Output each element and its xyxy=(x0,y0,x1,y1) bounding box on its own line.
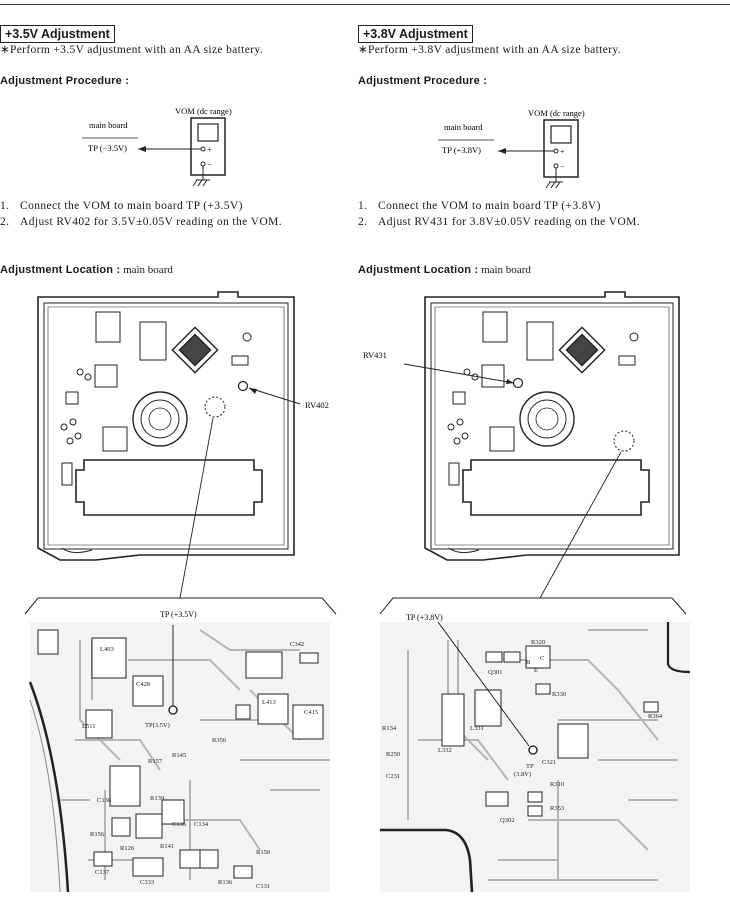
vom-meter-icon xyxy=(190,117,226,176)
section-note: ∗Perform +3.5V adjustment with an AA siz… xyxy=(0,44,263,56)
location-heading: Adjustment Location : xyxy=(358,264,479,276)
right-drawings: VOM (dc range) + − main board TP (+3.8V) xyxy=(363,108,691,893)
pcb-label: R150 xyxy=(256,849,270,856)
location-heading: Adjustment Location : xyxy=(0,264,121,276)
pcb-label: C131 xyxy=(256,883,270,890)
pcb-label: R330 xyxy=(552,691,566,698)
board-callout: RV431 xyxy=(363,350,387,360)
tp-label: TP (−3.5V) xyxy=(88,143,127,153)
section-3v8: +3.8V Adjustment ∗Perform +3.8V adjustme… xyxy=(358,0,718,909)
pcb-label: E xyxy=(534,667,538,674)
pcb-label: R320 xyxy=(531,639,545,646)
svg-text:−: − xyxy=(560,162,565,171)
pcb-label: C134 xyxy=(194,821,209,828)
pcb-label: L413 xyxy=(262,699,276,706)
section-heading: +3.8V Adjustment xyxy=(358,25,473,43)
pcb-label: C415 xyxy=(304,709,318,716)
tp-label: TP (+3.8V) xyxy=(442,145,481,155)
pcb-label: R250 xyxy=(386,751,400,758)
location-value: main board xyxy=(120,264,173,276)
pcb-label: L403 xyxy=(100,646,114,653)
section-heading: +3.5V Adjustment xyxy=(0,25,115,43)
pcb-detail-view xyxy=(28,622,330,893)
pcb-label: C231 xyxy=(386,773,400,780)
pcb-label: TP xyxy=(526,763,534,770)
step-text: Adjust RV402 for 3.5V±0.05V reading on t… xyxy=(20,216,283,228)
board-label: main board xyxy=(444,122,483,132)
pcb-label: R139 xyxy=(150,795,164,802)
location-line: Adjustment Location : main board xyxy=(358,264,531,276)
detail-labels: L403 C428 C342 L413 C415 L511 TP(3.5V) R… xyxy=(82,641,318,890)
section-3v5: +3.5V Adjustment ∗Perform +3.5V adjustme… xyxy=(0,0,360,909)
pcb-label: C321 xyxy=(542,759,556,766)
vom-label: VOM (dc range) xyxy=(175,106,232,116)
pcb-label: C xyxy=(540,655,544,662)
pcb-label: C333 xyxy=(140,879,154,886)
main-board-drawing xyxy=(37,291,295,599)
board-label: main board xyxy=(89,120,128,130)
pcb-label: R145 xyxy=(172,752,186,759)
step-text: Connect the VOM to main board TP (+3.8V) xyxy=(378,200,601,212)
procedure-heading: Adjustment Procedure : xyxy=(358,75,488,87)
procedure-step: 1. Connect the VOM to main board TP (+3.8… xyxy=(358,200,601,212)
pcb-label: C136 xyxy=(97,797,112,804)
pcb-label: L331 xyxy=(470,725,484,732)
pcb-label: R156 xyxy=(90,831,105,838)
procedure-step: 2. Adjust RV402 for 3.5V±0.05V reading on… xyxy=(0,216,282,228)
step-number: 2. xyxy=(358,216,368,228)
pcb-label: (3.8V) xyxy=(514,771,531,778)
pcb-label: TP(3.5V) xyxy=(145,722,170,729)
pcb-label: Q302 xyxy=(500,817,514,824)
pcb-label: R134 xyxy=(382,725,397,732)
vom-diagram: VOM (dc range) + − main board TP (+3.8V) xyxy=(438,108,585,189)
location-line: Adjustment Location : main board xyxy=(0,264,173,276)
left-drawings: VOM (dc range) + − main board TP (−3.5V) xyxy=(24,106,337,893)
pcb-label: R136 xyxy=(218,879,233,886)
pcb-label: C137 xyxy=(95,869,110,876)
step-number: 2. xyxy=(0,216,10,228)
svg-text:+: + xyxy=(207,145,212,154)
pcb-label: L332 xyxy=(438,747,452,754)
pcb-label: C342 xyxy=(290,641,304,648)
vom-meter-icon xyxy=(543,119,579,178)
step-text: Adjust RV431 for 3.8V±0.05V reading on t… xyxy=(378,216,641,228)
section-note: ∗Perform +3.8V adjustment with an AA siz… xyxy=(358,44,621,56)
pcb-label: B xyxy=(526,659,531,666)
pcb-label: R310 xyxy=(550,781,564,788)
detail-tp-label: TP (+3.8V) xyxy=(406,613,443,622)
detail-tp-label: TP (+3.5V) xyxy=(160,610,197,619)
pcb-label: R141 xyxy=(160,843,174,850)
detail-labels: R320 Q301 R330 L332 L331 R134 R250 C231 … xyxy=(382,639,663,824)
pcb-detail-view xyxy=(380,621,691,893)
main-board-drawing xyxy=(424,291,680,599)
svg-text:+: + xyxy=(560,147,565,156)
pcb-label: R126 xyxy=(120,845,135,852)
step-number: 1. xyxy=(0,200,10,212)
location-value: main board xyxy=(478,264,531,276)
vom-diagram: VOM (dc range) + − main board TP (−3.5V) xyxy=(82,106,232,187)
pcb-label: C135 xyxy=(172,821,186,828)
board-callout: RV402 xyxy=(305,400,329,410)
pcb-label: R157 xyxy=(148,758,163,765)
procedure-step: 1. Connect the VOM to main board TP (+3.5… xyxy=(0,200,243,212)
pcb-label: L511 xyxy=(82,723,95,730)
svg-text:−: − xyxy=(207,160,212,169)
pcb-label: R356 xyxy=(212,737,227,744)
vom-label: VOM (dc range) xyxy=(528,108,585,118)
pcb-label: Q301 xyxy=(488,669,502,676)
pcb-label: R364 xyxy=(648,713,663,720)
step-number: 1. xyxy=(358,200,368,212)
top-rule xyxy=(0,4,730,5)
step-text: Connect the VOM to main board TP (+3.5V) xyxy=(20,200,243,212)
procedure-step: 2. Adjust RV431 for 3.8V±0.05V reading on… xyxy=(358,216,640,228)
procedure-heading: Adjustment Procedure : xyxy=(0,75,130,87)
pcb-label: C428 xyxy=(136,681,150,688)
pcb-label: R353 xyxy=(550,805,564,812)
